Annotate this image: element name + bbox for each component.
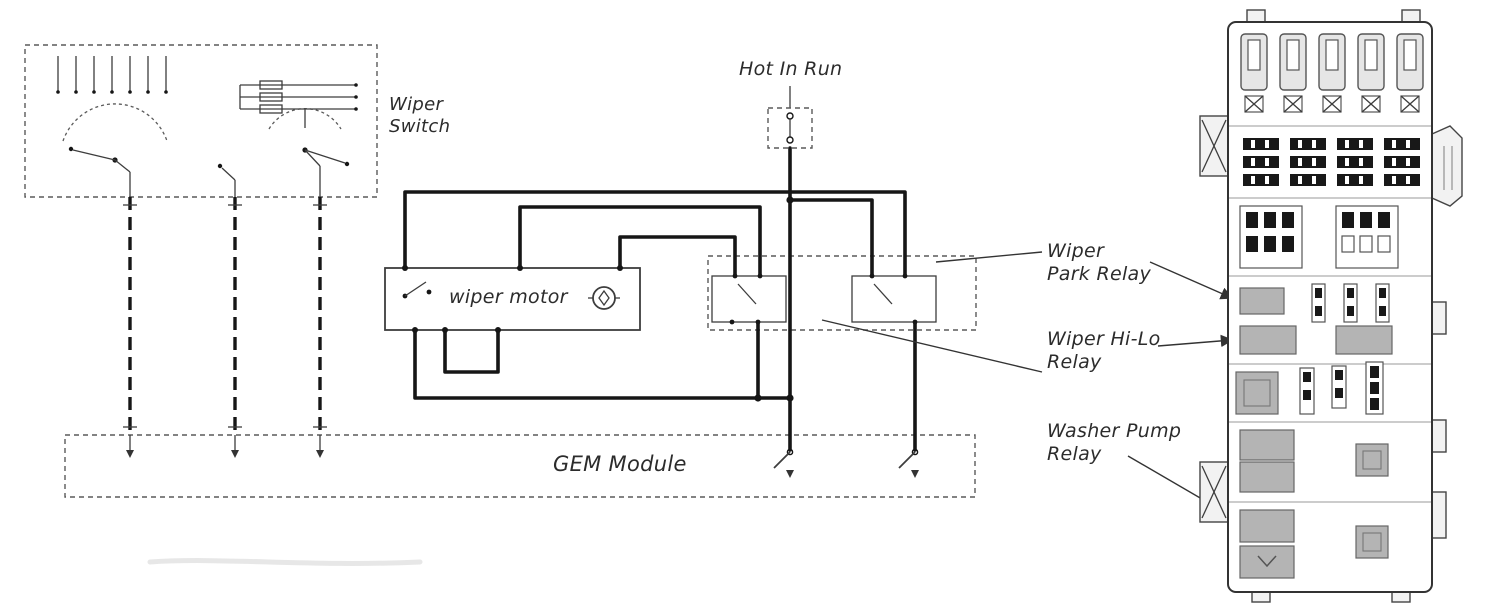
switch-middle-contact: [217, 163, 236, 197]
leader-arrow-park: [1149, 261, 1234, 300]
wiper-park-relay-slot: [1239, 287, 1285, 315]
wire-segment: [403, 190, 907, 278]
wiper-switch-box: [24, 44, 378, 198]
rotary-switch-right: [268, 108, 350, 197]
relay-assembly: [707, 255, 977, 331]
maxi-fuse: [1396, 33, 1424, 113]
panel-side-tab: [1431, 491, 1447, 539]
wiper-motor-box: [384, 267, 641, 331]
callout-lines: [821, 251, 1240, 521]
mini-fuse: [1243, 174, 1279, 186]
fuse-panel: [1199, 9, 1463, 603]
mini-fuse: [1337, 138, 1373, 150]
mini-fuse: [1384, 138, 1420, 150]
maxi-fuse: [1240, 33, 1268, 113]
gem-internal-switch: [773, 448, 794, 478]
gem-entry-arrows: [126, 435, 324, 458]
relay-slot: [1239, 429, 1295, 461]
rotary-switch-left: [62, 103, 168, 197]
connector-ticks: [123, 204, 327, 428]
switch-pins: [56, 56, 168, 94]
connector-block-right: [1335, 205, 1399, 269]
micro-connector-strip: [1365, 361, 1384, 415]
fuse-box: [767, 107, 813, 149]
relay-slot-small: [1355, 443, 1389, 477]
maxi-fuse-row: [1240, 33, 1424, 113]
pointer-line-hilo: [821, 319, 1043, 373]
junction-dot: [754, 394, 762, 402]
wire-segment: [443, 328, 500, 374]
junction-dot: [786, 196, 794, 204]
mid-section: [1235, 361, 1384, 415]
micro-connector-strip: [1343, 283, 1358, 323]
scan-smudge: [147, 558, 423, 566]
callout-wiper-hi-lo-relay: Wiper Hi-Lo Relay: [1047, 328, 1161, 373]
motor-symbol: [588, 286, 620, 310]
trunk-wires: [123, 197, 327, 435]
leader-arrow-hilo: [1157, 334, 1234, 348]
switch-resistor-ladder: [239, 80, 358, 128]
washer-pump-relay-slot: [1239, 509, 1295, 543]
maxi-fuse: [1318, 33, 1346, 113]
panel-side-tab: [1431, 419, 1447, 453]
micro-connector-strip: [1311, 283, 1326, 323]
micro-connector-strip: [1375, 283, 1390, 323]
mounting-ear-left-top: [1199, 115, 1229, 177]
motor-internal-switch: [402, 281, 432, 299]
panel-side-tab: [1431, 301, 1447, 335]
wire-segment: [413, 328, 792, 400]
relay-slot-small: [1355, 525, 1389, 559]
mini-fuse: [1243, 138, 1279, 150]
label-wiper-motor: wiper motor: [449, 286, 568, 308]
relay-slot: [1239, 545, 1295, 579]
hot-in-run-fuse: [767, 86, 813, 149]
mini-fuse: [1243, 156, 1279, 168]
junction-dot: [786, 394, 794, 402]
maxi-fuse: [1279, 33, 1307, 113]
wiper-switch-assembly: [24, 44, 378, 198]
wire-segment: [788, 198, 874, 278]
label-hot-in-run: Hot In Run: [739, 58, 843, 80]
mini-fuse: [1337, 156, 1373, 168]
gem-module: [64, 434, 976, 498]
mini-fuse-grid: [1243, 138, 1420, 186]
gem-module-box: [64, 434, 976, 498]
mini-fuse: [1384, 174, 1420, 186]
micro-connector-strip: [1299, 367, 1315, 415]
label-wiper-switch: Wiper Switch: [389, 94, 451, 137]
mini-fuse: [1290, 138, 1326, 150]
schematic-relay-2: [851, 273, 937, 325]
mini-fuse: [1290, 174, 1326, 186]
mounting-bracket-right: [1431, 125, 1463, 207]
relay-slot: [1239, 461, 1295, 493]
mini-fuse: [1290, 156, 1326, 168]
wire-segment: [618, 235, 737, 278]
callout-wiper-park-relay: Wiper Park Relay: [1047, 240, 1152, 285]
label-gem-module: GEM Module: [553, 452, 687, 476]
callout-washer-pump-relay: Washer Pump Relay: [1047, 420, 1182, 465]
gem-internal-switch: [898, 448, 919, 478]
pointer-line-park: [935, 251, 1043, 263]
wiper-hi-lo-relay-slot: [1239, 325, 1297, 355]
wire-segment: [518, 205, 762, 278]
maxi-fuse: [1357, 33, 1385, 113]
mini-fuse: [1384, 156, 1420, 168]
connector-block-left: [1239, 205, 1303, 269]
schematic-relay-1: [711, 273, 787, 325]
micro-connector-strip: [1331, 365, 1347, 409]
heavy-wires: [403, 146, 917, 452]
relay-slot: [1335, 325, 1393, 355]
mounting-ear-left-bottom: [1199, 461, 1229, 523]
mini-fuse: [1337, 174, 1373, 186]
